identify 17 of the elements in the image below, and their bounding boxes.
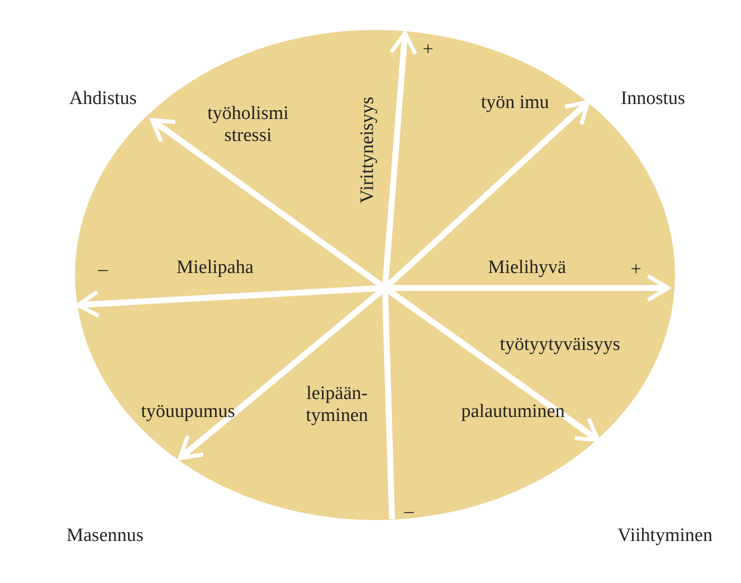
sector-label: palautuminen <box>461 401 565 423</box>
sector-label: työtyytyväisyys <box>500 334 620 356</box>
sector-label: työholismi stressi <box>206 103 290 147</box>
emotion-label: Masennus <box>66 525 144 547</box>
axis-sign: + <box>422 39 434 61</box>
sector-label: työn imu <box>480 92 550 114</box>
emotion-label: Ahdistus <box>69 88 137 110</box>
axis-label: Virittyneisyys <box>357 96 379 204</box>
axis-sign: – <box>98 259 108 281</box>
emotion-label: Viihtyminen <box>618 525 712 547</box>
axis-label: Mielipaha <box>176 257 254 279</box>
axis-sign: – <box>404 501 414 523</box>
axis-sign: + <box>630 259 642 281</box>
sector-label: työuupumus <box>141 401 235 423</box>
sector-label: leipään- tyminen <box>304 383 370 427</box>
emotion-label: Innostus <box>620 88 686 110</box>
axis-label: Mielihyvä <box>488 257 566 279</box>
